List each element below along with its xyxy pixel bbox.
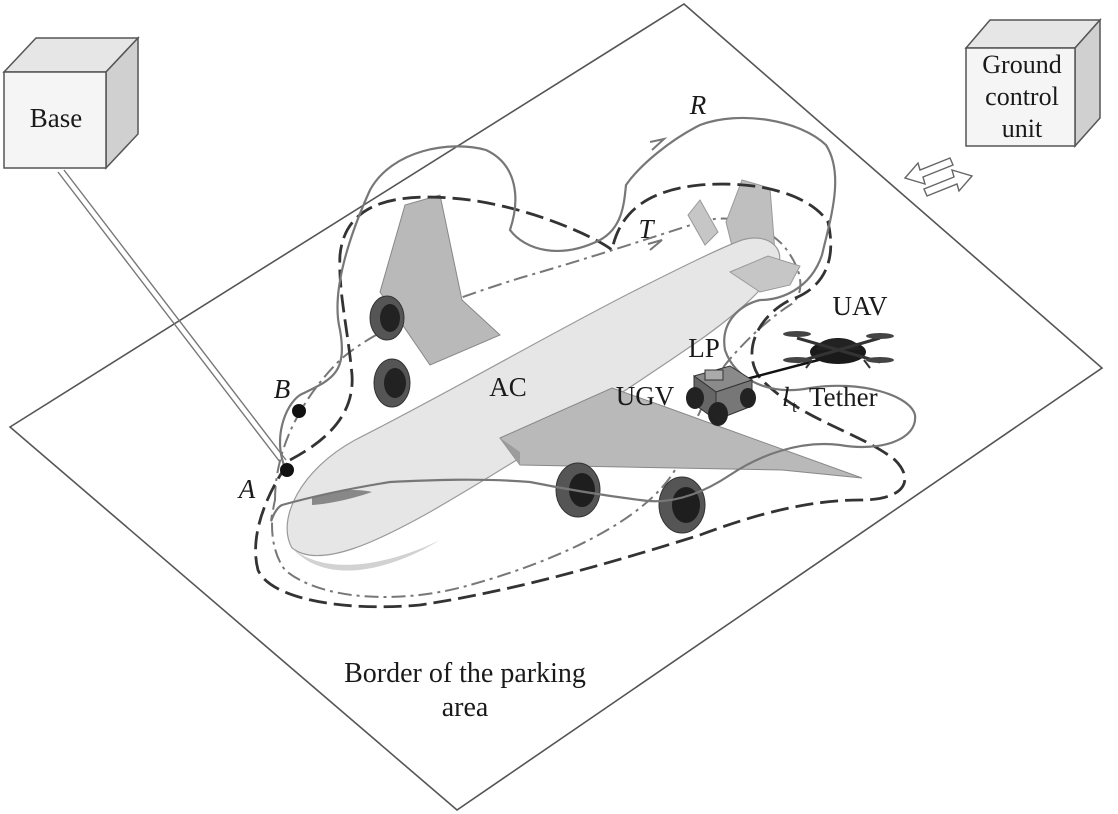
ground-control-box	[964, 18, 1102, 148]
uav-drone	[783, 331, 894, 369]
aircraft	[286, 179, 863, 571]
point-b-label: B	[274, 374, 291, 404]
route-r-label: R	[689, 90, 707, 120]
ground-control-label-line3: unit	[1002, 114, 1043, 143]
base-label: Base	[30, 103, 83, 133]
ground-control-label-line1: Ground	[982, 50, 1061, 79]
ugv-vehicle	[686, 365, 756, 426]
aircraft-fuselage	[286, 237, 781, 557]
base-box	[2, 36, 140, 170]
route-t-label: T	[638, 214, 655, 244]
ground-control-label-line2: control	[985, 82, 1059, 111]
point-b-marker	[292, 404, 306, 418]
tether-symbol-label: l	[782, 382, 790, 412]
route-outer-dashed-path	[254, 182, 907, 609]
tether-label: Tether	[809, 382, 878, 412]
base-link-line	[57, 169, 287, 463]
aircraft-label: AC	[489, 372, 527, 402]
route-r-path	[270, 116, 917, 522]
uav-label: UAV	[832, 291, 888, 321]
communication-arrows-icon	[903, 157, 974, 197]
parking-area-border	[8, 3, 1104, 812]
tether-subscript-label: t	[792, 397, 797, 416]
lp-label: LP	[688, 333, 720, 363]
border-label-line1: Border of the parking	[344, 658, 586, 689]
point-a-label: A	[237, 474, 256, 504]
aircraft-far-wing	[379, 194, 501, 366]
border-label-line2: area	[442, 692, 489, 723]
route-t-arrow-icon	[647, 239, 663, 251]
ugv-label: UGV	[616, 381, 675, 411]
point-a-marker	[280, 463, 294, 477]
route-r-arrow-icon	[649, 137, 668, 151]
